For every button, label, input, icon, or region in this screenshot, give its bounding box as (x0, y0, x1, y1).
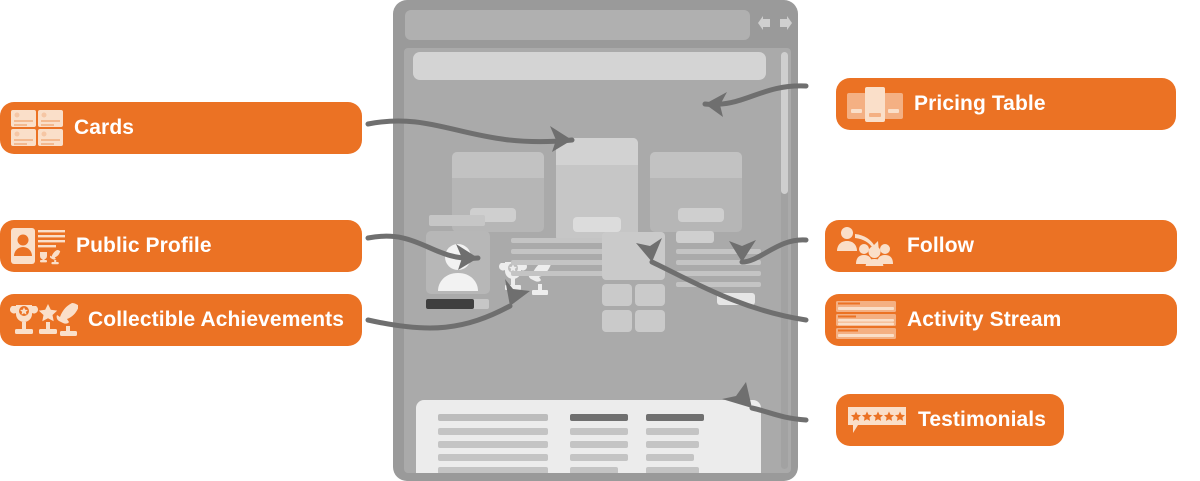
profile-progress-fill (426, 299, 474, 309)
profile-text-line (511, 238, 663, 243)
achievement-trophies (498, 261, 551, 295)
testimonial-line (646, 428, 699, 435)
follow-people-icon (837, 227, 893, 266)
pricing-card-center-featured (556, 138, 638, 242)
pill-label: Public Profile (76, 234, 212, 257)
rocket-award-icon (56, 303, 78, 336)
browser-viewport (404, 48, 791, 473)
testimonial-heading (438, 414, 548, 421)
profile-progress-bar (426, 299, 489, 309)
vertical-scrollbar[interactable] (781, 52, 788, 469)
profile-text-line (511, 249, 663, 254)
testimonials-columns-block (416, 400, 761, 473)
avatar-icon (438, 244, 478, 291)
pill-cards[interactable]: Cards (0, 102, 362, 154)
testimonial-line (570, 454, 628, 461)
pill-testimonials[interactable]: Testimonials (836, 394, 1064, 446)
pricing-card-head (650, 152, 742, 178)
gallery-cell (635, 284, 665, 306)
arrow-right-icon (780, 16, 792, 30)
testimonial-heading (646, 414, 704, 421)
profile-avatar-card (426, 231, 490, 294)
gallery-cell (602, 284, 632, 306)
pricing-card-button (573, 217, 621, 232)
gallery-cell (635, 310, 665, 332)
activity-text-line (676, 260, 761, 265)
profile-title-block (429, 215, 485, 226)
testimonial-line (438, 467, 548, 473)
pill-collectible-achievements[interactable]: Collectible Achievements (0, 294, 362, 346)
scrollbar-thumb[interactable] (781, 52, 788, 194)
browser-nav-arrows[interactable] (758, 16, 792, 30)
pill-label: Activity Stream (907, 308, 1062, 331)
pill-pricing-table[interactable]: Pricing Table (836, 78, 1176, 130)
activity-button (717, 293, 755, 305)
star-award-icon (38, 304, 58, 334)
cards-grid-icon (11, 110, 63, 146)
pill-label: Testimonials (918, 408, 1047, 431)
testimonial-line (570, 467, 618, 473)
testimonial-line (438, 441, 548, 448)
testimonial-line (570, 428, 628, 435)
gallery-cell (602, 310, 632, 332)
activity-text-line (676, 271, 761, 276)
rocket-trophy-icon (528, 261, 551, 295)
trophies-icon (10, 303, 78, 336)
pill-activity-stream[interactable]: Activity Stream (825, 294, 1177, 346)
pill-public-profile[interactable]: Public Profile (0, 220, 362, 272)
activity-rows-icon (836, 301, 896, 339)
testimonial-heading (570, 414, 628, 421)
arrow-left-icon (758, 16, 770, 30)
pricing-card-head (556, 138, 638, 166)
pricing-card-right (650, 152, 742, 232)
pill-label: Collectible Achievements (88, 308, 345, 331)
pill-label: Follow (907, 234, 975, 257)
pill-follow[interactable]: Follow (825, 220, 1177, 272)
testimonial-line (438, 428, 548, 435)
testimonial-line (438, 454, 548, 461)
browser-url-bar[interactable] (405, 10, 750, 40)
activity-text-line (676, 249, 761, 254)
testimonial-line (646, 441, 699, 448)
profile-card-icon (11, 228, 65, 265)
pricing-card-head (452, 152, 544, 178)
gallery-cell-large (602, 232, 665, 280)
testimonial-line (646, 454, 694, 461)
star-bubble-icon (848, 407, 906, 433)
profile-text-line (511, 271, 613, 276)
pill-label: Cards (74, 116, 135, 139)
hero-banner-block (413, 52, 766, 80)
mini-trophies (40, 249, 61, 265)
testimonial-line (570, 441, 628, 448)
activity-head-chip (676, 231, 714, 243)
testimonial-line (646, 467, 699, 473)
pill-label: Pricing Table (914, 92, 1046, 115)
activity-text-line (676, 282, 761, 287)
pricing-columns-icon (847, 87, 903, 122)
pricing-card-button (678, 208, 724, 222)
profile-text-line (511, 260, 663, 265)
